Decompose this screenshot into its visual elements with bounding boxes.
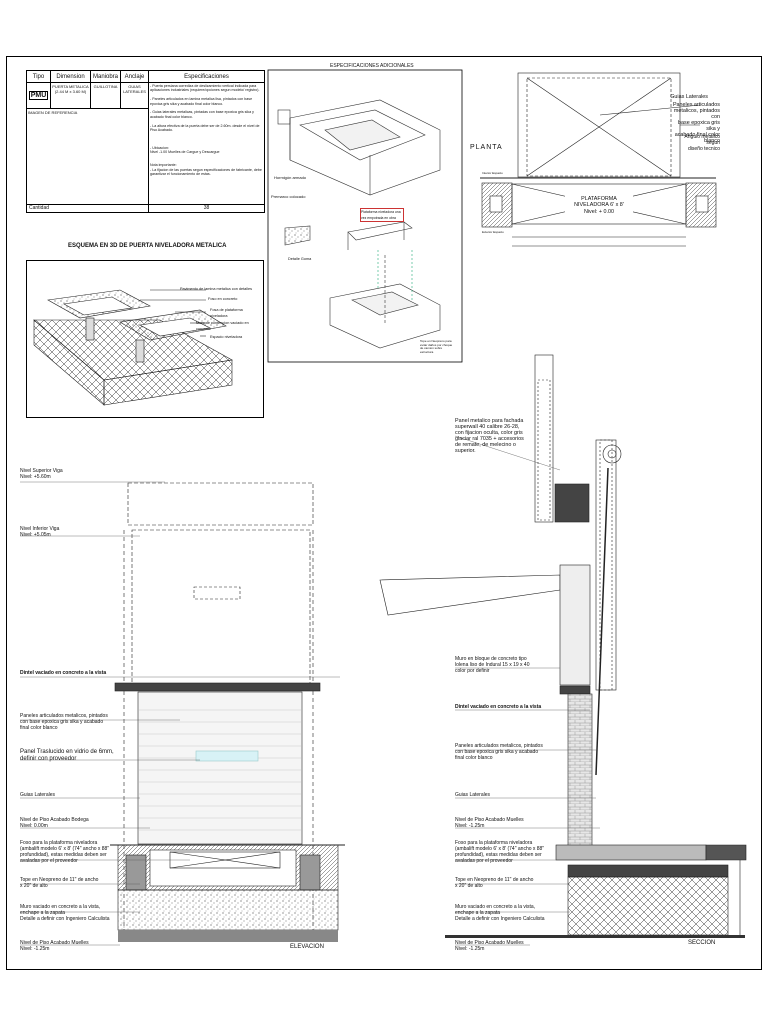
planta-guias: Guias Laterales — [670, 94, 708, 100]
elevacion-drawing — [20, 481, 345, 946]
planta-title: PLANTA — [470, 144, 503, 151]
esquema-label-3: Muro de contencion vaciado en concreto — [196, 321, 249, 331]
seccion-drawing — [379, 354, 747, 946]
detail-plataforma-note: Plataforma niveladora una vez empotrada … — [360, 208, 404, 222]
sec-label-1: Muro en bloque de concreto tipo lolena l… — [455, 656, 530, 674]
planta-paneles: Paneles articulados metalicos, pintados … — [672, 102, 720, 144]
detail-goma: Detalle Goma — [288, 257, 312, 261]
sec-label-5: Nivel de Piso Acabado Muelles Nivel: -1.… — [455, 817, 524, 829]
elev-label-6: Nivel de Piso Acabado Bodega Nivel: 0.00… — [20, 817, 89, 829]
esquema-3d-drawing — [33, 289, 233, 406]
sec-label-3: Paneles articulados metalicos, pintados … — [455, 743, 543, 761]
sheet-title: ESPECIFICACIONES ADICIONALES — [330, 63, 414, 69]
ref-image-cell: IMAGEN DE REFERENCIA — [26, 108, 149, 205]
elev-label-4: Panel Traslucido en vidrio de 6mm, defin… — [20, 749, 114, 762]
planta-angulo: Angulo metalico segun diseño tecnico — [684, 134, 720, 152]
sec-label-4: Guias Laterales — [455, 792, 491, 798]
tipo-code: PMU — [28, 91, 49, 100]
spec-table: Tipo Dimension Maniobra Anclaje Especifi… — [26, 70, 265, 213]
cantidad-value: 38 — [148, 204, 265, 213]
seccion-title: SECCION — [688, 940, 716, 946]
elev-label-1: Nivel Inferior Viga Nivel: +5.05m — [20, 526, 60, 538]
elev-label-9: Muro vaciado en concreto a la vista, enc… — [20, 904, 110, 922]
detail-premarco: Premarco colocado — [271, 194, 306, 199]
planta-left-top: Interior Espacio — [482, 171, 503, 175]
anclaje-cell: GUIAS LATERALES — [120, 82, 149, 109]
drawing-sheet — [6, 56, 762, 970]
sec-label-6: Foso para la plataforma niveladora (amba… — [455, 840, 545, 864]
detail-3d-drawing — [277, 99, 441, 349]
esquema-3d-frame — [26, 260, 264, 418]
detail-hormigon: Hormigón armado — [274, 175, 307, 180]
elev-label-3: Paneles articulados metalicos, pintados … — [20, 713, 108, 731]
planta-left-bottom: Exterior Espacio — [482, 230, 504, 234]
sec-label-2: Dintel vaciado en concreto a la vista — [455, 704, 542, 710]
sec-label-7: Tope en Neopreno de 11" de ancho x 20" d… — [455, 877, 534, 889]
sec-label-0: Panel metalico para fachada superwall 40… — [455, 418, 524, 454]
planta-drawing — [480, 72, 717, 247]
detail-bottom-note: Tope en Neopreno para evitar daños por c… — [420, 339, 453, 354]
elev-label-8: Tope en Neopreno de 11" de ancho x 20" d… — [20, 877, 99, 889]
planta-plataforma: PLATAFORMA NIVELADORA 6' x 8' — [574, 196, 624, 208]
sec-label-9: Nivel de Piso Acabado Muelles Nivel: -1.… — [455, 940, 524, 952]
esquema-label-1: Foso en concreto — [208, 297, 238, 301]
elev-label-10: Nivel de Piso Acabado Muelles Nivel: -1.… — [20, 940, 89, 952]
elev-label-2: Dintel vaciado en concreto a la vista — [20, 670, 107, 676]
elev-label-5: Guias Laterales — [20, 792, 56, 798]
elevacion-title: ELEVACION — [290, 944, 324, 950]
elev-label-7: Foso para la plataforma niveladora (amba… — [20, 840, 110, 864]
dimension-cell: PUERTA METALICA (2.44 M x 3.60 M) — [50, 82, 91, 109]
planta-nivel: Nivel: + 0.00 — [583, 209, 615, 215]
especificaciones-cell: - Puerta persiana corrediza de deslizami… — [148, 82, 265, 205]
esquema-label-2: Fosa de plataforma niveladora — [210, 308, 243, 318]
esquema-title: ESQUEMA EN 3D DE PUERTA NIVELADORA METAL… — [68, 243, 227, 249]
esquema-label-4: Espacio niveladora — [210, 335, 243, 339]
sec-label-8: Muro vaciado en concreto a la vista, enc… — [455, 904, 545, 922]
elev-label-0: Nivel Superior Viga Nivel: +5.60m — [20, 468, 63, 480]
esquema-label-0: Pavimento de lamina metalica con detalle… — [180, 287, 252, 291]
